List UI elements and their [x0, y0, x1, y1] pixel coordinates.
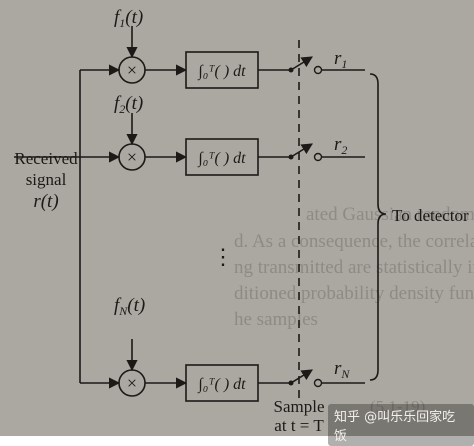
out-name-1: r — [334, 48, 342, 69]
background-text-5: he samples — [234, 309, 318, 330]
ref-arg-1: (t) — [125, 7, 144, 28]
switch-blade-1 — [290, 56, 313, 71]
out-label-1: r1 — [334, 49, 347, 70]
integrator-label-1: ∫₀ᵀ( ) dt — [197, 63, 246, 81]
out-sub-1: 1 — [341, 57, 348, 71]
to-detector-label: To detector — [392, 206, 469, 225]
ref-name-1: f — [114, 7, 120, 28]
input-label-line3: r(t) — [33, 191, 59, 212]
ref-name-2: f — [114, 93, 120, 114]
switch-blade-n — [290, 369, 313, 384]
input-label-line1: Received — [14, 149, 78, 168]
ref-arg-2: (t) — [125, 93, 144, 114]
ref-label-n: fN(t) — [114, 296, 145, 317]
multiplier-symbol-1: × — [127, 60, 137, 80]
integrator-label-2: ∫₀ᵀ( ) dt — [197, 150, 246, 168]
out-sub-2: 2 — [341, 143, 348, 157]
ref-sub-2: 2 — [119, 102, 126, 116]
branch-ellipsis: ⋮ — [212, 244, 234, 269]
input-label-line2: signal — [25, 170, 67, 189]
ref-label-1: f1(t) — [114, 8, 143, 29]
ref-sub-n: N — [119, 304, 128, 318]
background-text-3: ng transmitted are statistically indepen… — [234, 257, 474, 278]
paper-background — [0, 0, 474, 436]
ref-name-n: f — [114, 295, 120, 316]
sample-label-line1: Sample — [273, 397, 325, 416]
switch-contact-1 — [313, 65, 323, 75]
multiplier-symbol-n: × — [127, 373, 137, 393]
switch-contact-n — [313, 378, 323, 388]
multiplier-symbol-2: × — [127, 147, 137, 167]
ref-arg-n: (t) — [127, 295, 146, 316]
output-brace — [369, 73, 387, 381]
background-text-4: ditioned probability density functions o… — [234, 283, 474, 304]
switch-contact-2 — [313, 152, 323, 162]
background-text-1: ated Gaussian random variables — [306, 204, 474, 225]
switch-blade-2 — [290, 143, 313, 158]
sample-label-line2: at t = T — [274, 416, 324, 435]
ref-sub-1: 1 — [119, 16, 126, 30]
watermark: 知乎 @叫乐乐回家吃饭 — [328, 404, 474, 446]
background-text-2: d. As a consequence, the correlator outp… — [234, 231, 474, 252]
out-name-2: r — [334, 134, 342, 155]
out-label-2: r2 — [334, 135, 347, 156]
background-eqnum: (5.1-19) — [370, 397, 425, 416]
out-label-n: rN — [334, 359, 349, 380]
ref-label-2: f2(t) — [114, 94, 143, 115]
out-name-n: r — [334, 358, 342, 379]
diagram-canvas: ated Gaussian random variables d. As a c… — [0, 0, 474, 436]
integrator-label-n: ∫₀ᵀ( ) dt — [197, 376, 246, 394]
out-sub-n: N — [341, 367, 350, 381]
